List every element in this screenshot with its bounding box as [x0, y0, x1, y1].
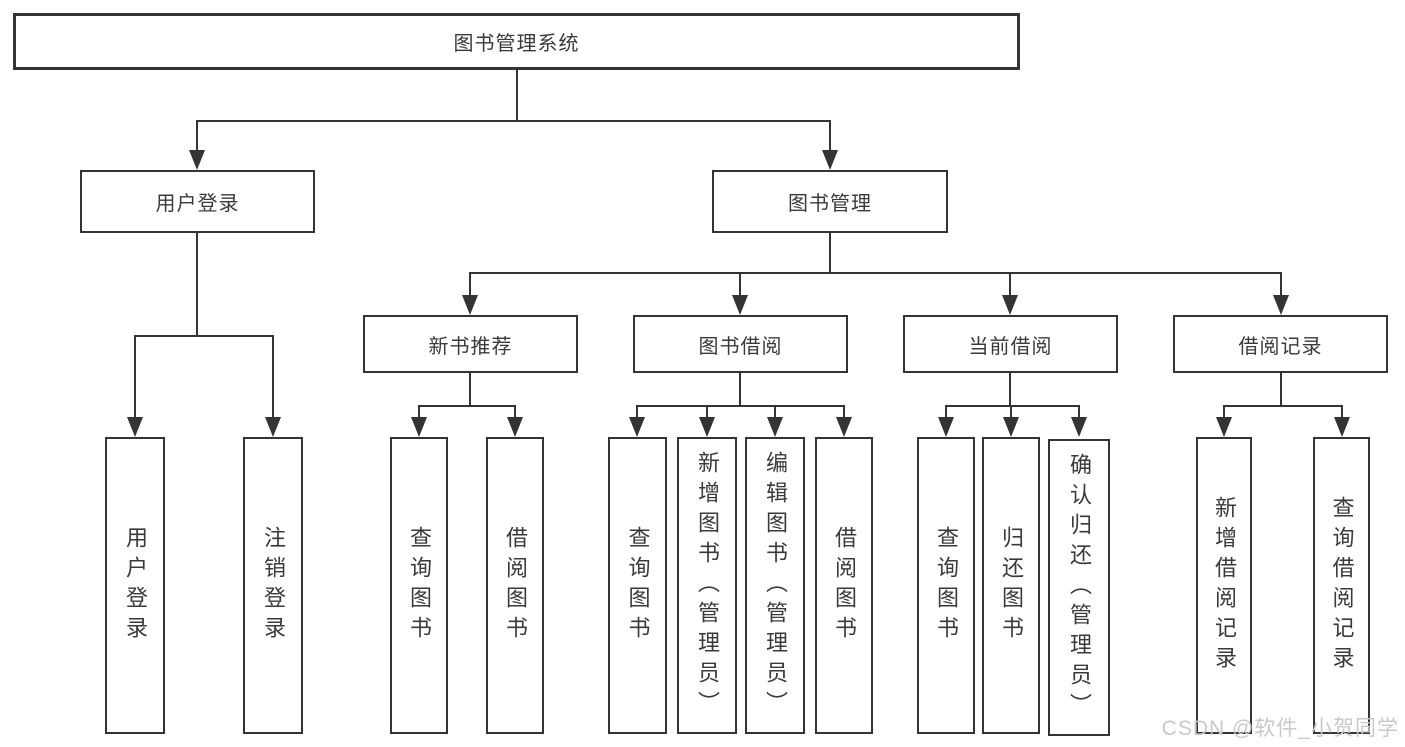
connector-line: [739, 373, 741, 405]
connector-arrowhead: [507, 417, 523, 437]
connector-arrowhead: [189, 150, 205, 170]
node-label: 当前借阅: [968, 335, 1053, 358]
connector-line: [1009, 373, 1011, 405]
connector-arrowhead: [127, 417, 143, 437]
leaf-label: 新增借阅记录: [1212, 495, 1237, 676]
connector-line: [843, 405, 845, 417]
connector-line: [706, 405, 708, 417]
node-borrowing-records: 借阅记录: [1173, 315, 1388, 373]
connector-line: [829, 233, 831, 272]
connector-line: [469, 373, 471, 405]
leaf-user-login: 用户登录: [105, 437, 165, 734]
connector-line: [774, 405, 776, 417]
connector-line: [469, 272, 1281, 274]
leaf-label: 查询图书: [934, 525, 959, 646]
connector-line: [739, 272, 741, 295]
node-label: 借阅记录: [1238, 335, 1323, 358]
connector-arrowhead: [822, 150, 838, 170]
connector-arrowhead: [462, 295, 478, 315]
csdn-watermark: CSDN @软件_小贺同学: [1161, 717, 1399, 740]
leaf-query-books-borrowing: 查询图书: [608, 437, 667, 734]
leaf-add-borrow-record: 新增借阅记录: [1196, 437, 1252, 734]
connector-line: [418, 405, 420, 417]
connector-line: [196, 120, 198, 152]
connector-line: [418, 405, 516, 407]
leaf-confirm-return-admin: 确认归还（管理员）: [1048, 439, 1110, 736]
leaf-label: 借阅图书: [832, 525, 857, 646]
connector-line: [636, 405, 845, 407]
leaf-query-books-recommend: 查询图书: [390, 437, 448, 734]
leaf-edit-book-admin: 编辑图书（管理员）: [745, 437, 805, 734]
leaf-label: 用户登录: [123, 525, 148, 646]
node-book-management: 图书管理: [712, 170, 948, 233]
connector-line: [945, 405, 947, 417]
node-label: 图书管理: [788, 193, 872, 215]
leaf-borrow-books-recommend: 借阅图书: [486, 437, 544, 734]
leaf-label: 查询图书: [407, 525, 432, 646]
leaf-label: 确认归还（管理员）: [1067, 452, 1092, 723]
connector-line: [134, 335, 274, 337]
leaf-query-borrow-record: 查询借阅记录: [1313, 437, 1370, 734]
node-user-login: 用户登录: [80, 170, 315, 233]
connector-line: [1223, 405, 1225, 417]
connector-line: [636, 405, 638, 417]
leaf-add-book-admin: 新增图书（管理员）: [677, 437, 737, 734]
node-library-management-system: 图书管理系统: [13, 13, 1020, 70]
connector-arrowhead: [1216, 417, 1232, 437]
connector-arrowhead: [699, 417, 715, 437]
connector-arrowhead: [938, 417, 954, 437]
connector-line: [469, 272, 471, 295]
node-current-borrowing: 当前借阅: [903, 315, 1118, 373]
connector-arrowhead: [1273, 295, 1289, 315]
connector-arrowhead: [411, 417, 427, 437]
leaf-label: 查询借阅记录: [1329, 495, 1355, 676]
connector-line: [516, 70, 518, 120]
leaf-label: 查询图书: [625, 525, 651, 646]
connector-arrowhead: [629, 417, 645, 437]
connector-arrowhead: [1334, 417, 1350, 437]
node-new-book-recommendation: 新书推荐: [363, 315, 578, 373]
leaf-query-books-current: 查询图书: [917, 437, 975, 734]
node-book-borrowing: 图书借阅: [633, 315, 848, 373]
leaf-return-books: 归还图书: [982, 437, 1040, 734]
connector-line: [945, 405, 1080, 407]
connector-line: [196, 233, 198, 335]
node-label: 图书管理系统: [453, 33, 580, 55]
connector-line: [1280, 272, 1282, 295]
leaf-label: 归还图书: [999, 525, 1024, 646]
connector-line: [1341, 405, 1343, 417]
connector-arrowhead: [1003, 417, 1019, 437]
leaf-label: 借阅图书: [503, 525, 528, 646]
leaf-label: 编辑图书（管理员）: [763, 450, 788, 721]
connector-arrowhead: [1002, 295, 1018, 315]
leaf-label: 新增图书（管理员）: [695, 450, 720, 721]
connector-line: [272, 335, 274, 417]
connector-line: [829, 120, 831, 152]
connector-line: [1078, 405, 1080, 417]
node-label: 用户登录: [155, 193, 240, 215]
connector-arrowhead: [767, 417, 783, 437]
connector-arrowhead: [1071, 417, 1087, 437]
connector-arrowhead: [732, 295, 748, 315]
connector-line: [1280, 373, 1282, 405]
node-label: 图书借阅: [698, 335, 783, 358]
leaf-label: 注销登录: [261, 525, 286, 646]
leaf-logout: 注销登录: [243, 437, 303, 734]
connector-line: [196, 120, 831, 122]
node-label: 新书推荐: [428, 335, 513, 358]
connector-line: [514, 405, 516, 417]
connector-line: [1010, 405, 1012, 417]
connector-line: [134, 335, 136, 417]
connector-line: [1009, 272, 1011, 295]
connector-arrowhead: [836, 417, 852, 437]
connector-arrowhead: [265, 417, 281, 437]
leaf-borrow-books: 借阅图书: [815, 437, 873, 734]
connector-line: [1223, 405, 1343, 407]
